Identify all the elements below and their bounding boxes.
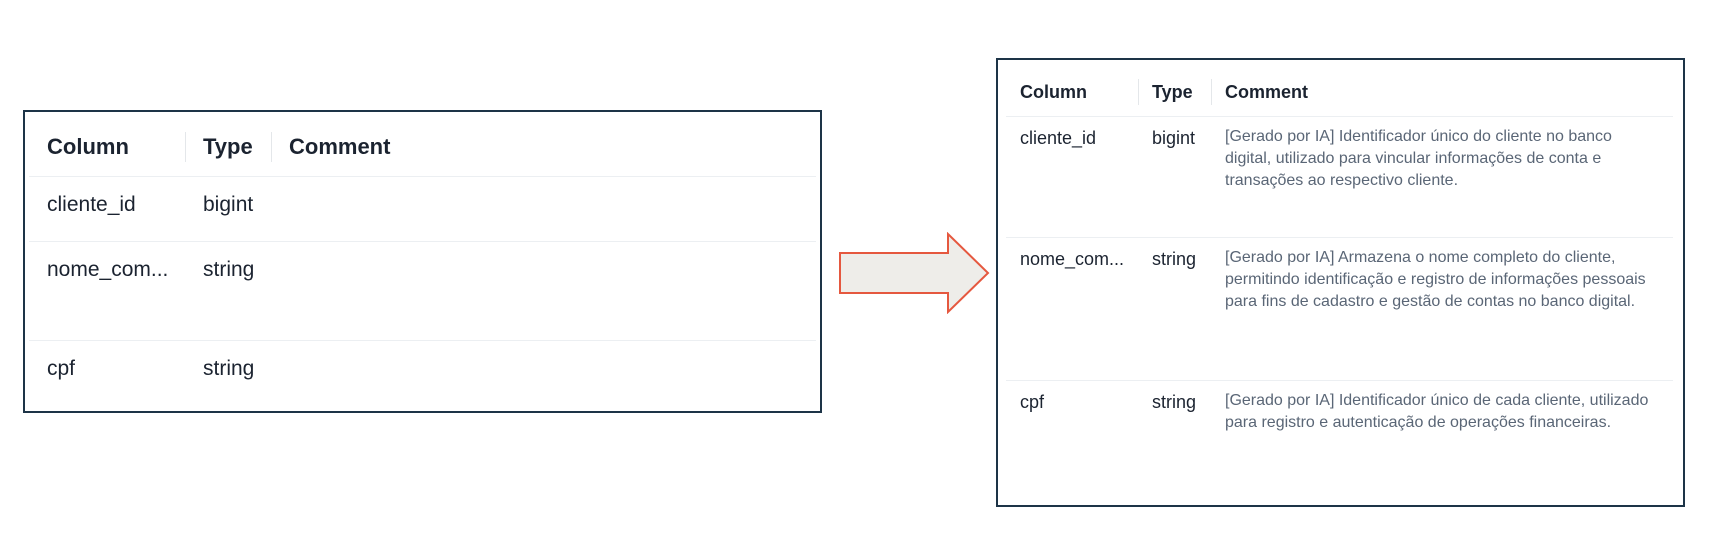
arrow-right-shape [839, 232, 990, 314]
arrow-right-icon [839, 232, 990, 314]
table-row[interactable]: cliente_id bigint [29, 176, 816, 242]
column-header-comment[interactable]: Comment [1211, 68, 1673, 117]
table-row[interactable]: cpf string [29, 341, 816, 412]
schema-table-after: Column Type Comment cliente_id bigint [G… [1006, 68, 1673, 506]
table-after-panel: Column Type Comment cliente_id bigint [G… [996, 58, 1685, 507]
column-header-column[interactable]: Column [29, 118, 185, 177]
column-comment-cell[interactable] [271, 176, 816, 242]
column-comment-cell[interactable]: [Gerado por IA] Identificador único do c… [1211, 116, 1673, 238]
column-comment-cell[interactable]: [Gerado por IA] Identificador único de c… [1225, 392, 1649, 431]
table-header-row: Column Type Comment [29, 118, 816, 177]
column-header-type[interactable]: Type [1138, 68, 1211, 117]
column-name-cell: cliente_id [1006, 116, 1138, 238]
column-header-type[interactable]: Type [185, 118, 271, 177]
column-name-cell: nome_com... [1006, 237, 1138, 381]
table-row[interactable]: cpf string [Gerado por IA] Identificador… [1006, 381, 1673, 506]
column-name-cell: nome_com... [29, 241, 185, 341]
column-type-cell: string [1152, 392, 1197, 412]
column-comment-cell[interactable] [271, 341, 816, 412]
column-header-column[interactable]: Column [1006, 68, 1138, 117]
table-before-panel: Column Type Comment cliente_id bigint no… [23, 110, 822, 413]
table-row[interactable]: nome_com... string [Gerado por IA] Armaz… [1006, 237, 1673, 381]
column-type-cell: string [185, 241, 271, 341]
column-name-cell: cpf [1020, 392, 1045, 412]
column-name-cell: cliente_id [29, 176, 185, 242]
table-header-row: Column Type Comment [1006, 68, 1673, 117]
column-comment-cell[interactable] [271, 241, 816, 341]
schema-table-before: Column Type Comment cliente_id bigint no… [29, 118, 816, 412]
column-type-cell: string [1138, 237, 1211, 381]
column-comment-cell[interactable]: [Gerado por IA] Armazena o nome completo… [1211, 237, 1673, 381]
column-type-cell: bigint [185, 176, 271, 242]
table-row[interactable]: nome_com... string [29, 241, 816, 341]
column-header-comment[interactable]: Comment [271, 118, 816, 177]
column-type-cell: string [203, 357, 255, 380]
column-name-cell: cpf [47, 357, 76, 380]
column-type-cell: bigint [1138, 116, 1211, 238]
table-row[interactable]: cliente_id bigint [Gerado por IA] Identi… [1006, 116, 1673, 238]
